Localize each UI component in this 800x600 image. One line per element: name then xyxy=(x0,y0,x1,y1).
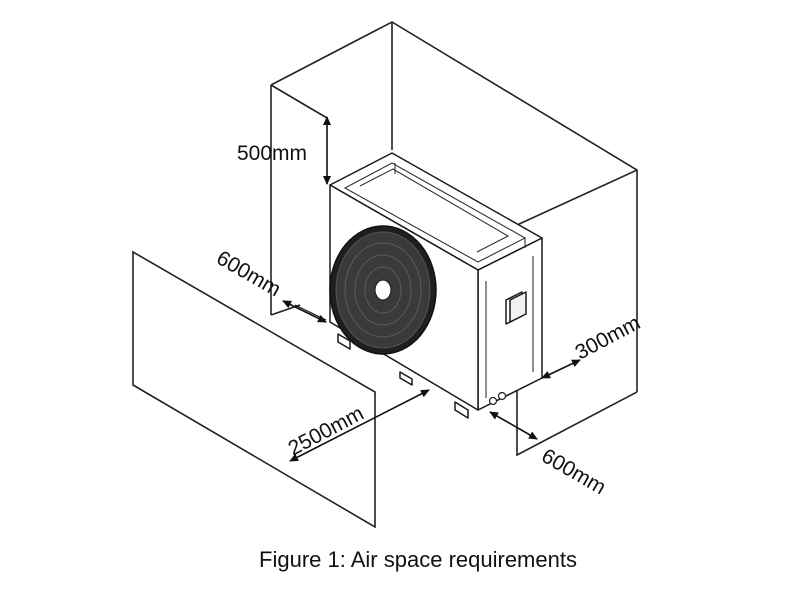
right-clearance-label: 600mm xyxy=(538,444,610,499)
electrical-box xyxy=(505,291,527,325)
fan-grille xyxy=(329,225,437,355)
back-clearance-arrow xyxy=(541,359,581,379)
left-clearance-label: 600mm xyxy=(213,246,285,301)
top-clearance-label: 500mm xyxy=(237,142,307,165)
front-obstacle-panel xyxy=(132,250,376,529)
unit-feet xyxy=(337,333,469,419)
right-clearance-arrow xyxy=(489,411,538,440)
figure-caption: Figure 1: Air space requirements xyxy=(259,547,577,572)
front-clearance-arrow xyxy=(289,389,430,462)
dimension-arrows xyxy=(282,116,581,462)
side-vent xyxy=(485,256,534,398)
heat-pump-unit xyxy=(329,152,543,419)
back-clearance-label: 300mm xyxy=(572,311,645,364)
left-clearance-arrow xyxy=(282,300,327,323)
front-clearance-label: 2500mm xyxy=(285,402,368,461)
pipe-connectors xyxy=(488,391,507,406)
